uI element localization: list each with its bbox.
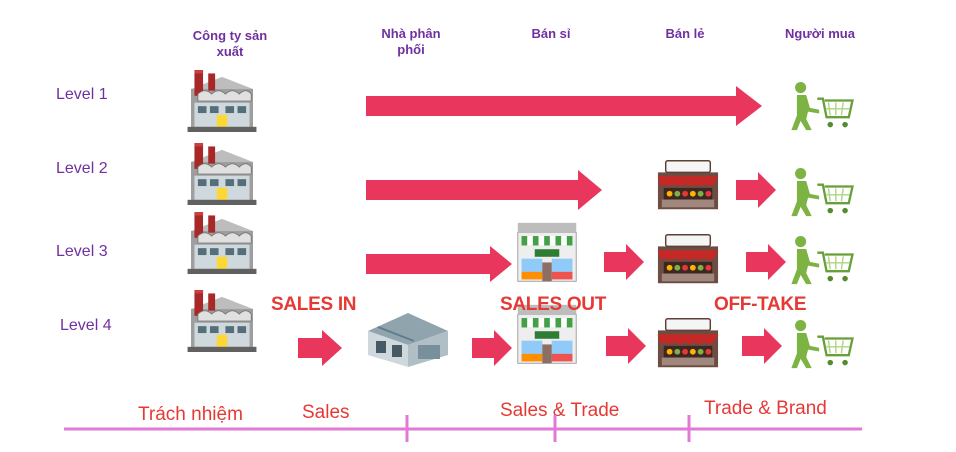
column-header-buyer: Người mua — [785, 26, 855, 41]
factory-icon — [182, 70, 262, 132]
factory-icon — [182, 143, 262, 205]
warehouse-icon — [368, 310, 448, 368]
arrow-level4-off-take — [742, 328, 782, 364]
level-label-3: Level 3 — [56, 243, 108, 260]
shopper-cart-icon — [786, 236, 856, 286]
arrow-level4-retail — [606, 328, 646, 364]
arrow-level3-mid — [604, 244, 644, 280]
arrow-level2-short — [736, 172, 776, 208]
shopper-cart-icon — [786, 82, 856, 132]
level-label-4: Level 4 — [60, 317, 112, 334]
column-header-distributor: Nhà phân phối — [381, 26, 441, 57]
sales-out-label: SALES OUT — [500, 294, 607, 315]
shopper-cart-icon — [786, 320, 856, 370]
arrow-level4-sales-in — [298, 330, 342, 366]
factory-icon — [182, 212, 262, 274]
grocery-icon — [656, 316, 720, 370]
responsibility-sales: Sales — [302, 402, 350, 423]
column-header-retail: Bán lẻ — [665, 26, 705, 41]
factory-icon — [182, 290, 262, 352]
store-icon — [514, 222, 580, 284]
arrow-level2-long — [366, 170, 602, 210]
responsibility-title: Trách nhiệm — [138, 404, 243, 425]
responsibility-trade-brand: Trade & Brand — [704, 398, 827, 419]
sales-in-label: SALES IN — [271, 294, 357, 315]
level-label-1: Level 1 — [56, 86, 108, 103]
responsibility-sales-trade: Sales & Trade — [500, 400, 620, 421]
arrow-level1-long — [366, 86, 762, 126]
arrow-level3-short — [746, 244, 786, 280]
column-header-wholesale: Bán sỉ — [531, 26, 571, 41]
column-header-manufacturer: Công ty sản xuất — [192, 28, 268, 59]
off-take-label: OFF-TAKE — [714, 294, 807, 315]
grocery-icon — [656, 158, 720, 212]
arrow-level4-sales-out — [472, 330, 512, 366]
level-label-2: Level 2 — [56, 160, 108, 177]
arrow-level3-long — [366, 246, 512, 282]
shopper-cart-icon — [786, 168, 856, 218]
responsibility-timeline — [64, 415, 862, 442]
grocery-icon — [656, 232, 720, 286]
